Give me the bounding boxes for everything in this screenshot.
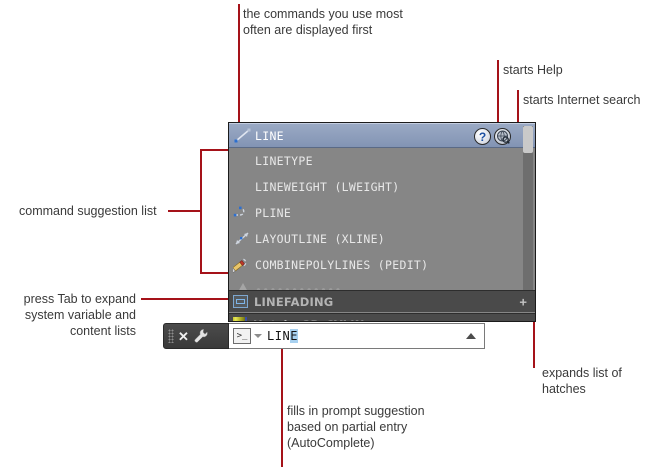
hatch-row[interactable]: Hatch: GR_CYLIN + [229, 313, 535, 322]
system-variable-row[interactable]: LINEFADING + [229, 290, 535, 312]
hatch-swatch-icon [233, 316, 247, 321]
line-icon [233, 127, 253, 145]
panel-scrollbar[interactable] [523, 126, 533, 298]
leader-suggestion-bracket-bottom [200, 272, 229, 274]
leader-starts-internet-search [517, 90, 519, 128]
suggestion-row[interactable]: LINETYPE [229, 148, 535, 174]
wrench-icon[interactable] [193, 328, 209, 344]
suggestion-row[interactable]: LINEWEIGHT (LWEIGHT) [229, 174, 535, 200]
suggestion-row[interactable]: COMBINEPOLYLINES (PEDIT) [229, 252, 535, 278]
expand-system-variable-button[interactable]: + [519, 294, 527, 309]
annotation-starts-internet-search: starts Internet search [523, 93, 641, 107]
leader-press-tab [141, 298, 231, 300]
suggestion-row-selected[interactable]: LINE ? [229, 123, 535, 148]
suggestion-label: LAYOUTLINE (XLINE) [255, 232, 386, 246]
close-icon[interactable]: ✕ [178, 328, 189, 344]
panel-scrollbar-thumb[interactable] [523, 126, 533, 153]
leader-suggestion-bracket-vertical [200, 149, 202, 274]
polyline-icon [233, 204, 253, 222]
system-variable-label: LINEFADING [254, 294, 334, 309]
drag-grip-icon[interactable] [168, 329, 174, 343]
command-typed-text: LIN [267, 329, 291, 343]
blank-icon [233, 178, 253, 196]
system-variable-icon [233, 295, 248, 308]
leader-starts-help [497, 60, 499, 128]
hatch-label: Hatch: GR_CYLIN [253, 318, 365, 322]
annotation-commands-first: the commands you use most often are disp… [243, 7, 403, 37]
internet-search-icon[interactable] [494, 128, 511, 145]
annotation-command-suggestion-list: command suggestion list [19, 204, 157, 218]
suggestion-row[interactable]: PLINE [229, 200, 535, 226]
suggestion-row-clipped[interactable]: •••••••••••• [229, 279, 535, 293]
blank-icon [233, 152, 253, 170]
chevron-down-icon[interactable] [254, 334, 262, 338]
command-autocomplete-text: E [290, 329, 298, 343]
suggestion-label: LINEWEIGHT (LWEIGHT) [255, 180, 400, 194]
suggestion-label: LINE [255, 128, 284, 143]
partial-icon [233, 281, 253, 293]
leader-commands-first [238, 4, 240, 123]
command-input-wrap[interactable]: >_ LINE [229, 323, 485, 349]
leader-suggestion-stem [168, 210, 201, 212]
help-icon[interactable]: ? [474, 128, 491, 145]
command-line-toolbar[interactable]: ✕ [163, 323, 229, 349]
expand-hatch-list-button[interactable]: + [519, 318, 527, 321]
command-suggestion-panel[interactable]: LINE ? LINETYPE LINEWEIGHT (LWEIGHT) [228, 122, 536, 322]
prompt-icon: >_ [233, 328, 251, 344]
command-line[interactable]: ✕ >_ LINE [163, 323, 485, 349]
leader-autocomplete [281, 345, 283, 467]
command-input[interactable]: LINE [267, 329, 298, 343]
annotation-starts-help: starts Help [503, 63, 563, 77]
suggestion-label: COMBINEPOLYLINES (PEDIT) [255, 258, 429, 272]
suggestion-label: PLINE [255, 206, 292, 220]
leader-suggestion-bracket-top [200, 149, 229, 151]
leader-expands-hatches [533, 320, 535, 368]
annotation-expands-hatches: expands list of hatches [542, 366, 622, 396]
pedit-icon [230, 256, 253, 274]
suggestion-label: LINETYPE [255, 154, 313, 168]
suggestion-label-clipped: •••••••••••• [255, 283, 342, 293]
expand-history-icon[interactable] [466, 333, 476, 339]
xline-icon [233, 230, 253, 248]
suggestion-row[interactable]: LAYOUTLINE (XLINE) [229, 226, 535, 252]
annotation-press-tab: press Tab to expand system variable and … [23, 292, 136, 338]
annotation-autocomplete: fills in prompt suggestion based on part… [287, 404, 425, 450]
panel-header-buttons: ? [474, 128, 511, 145]
